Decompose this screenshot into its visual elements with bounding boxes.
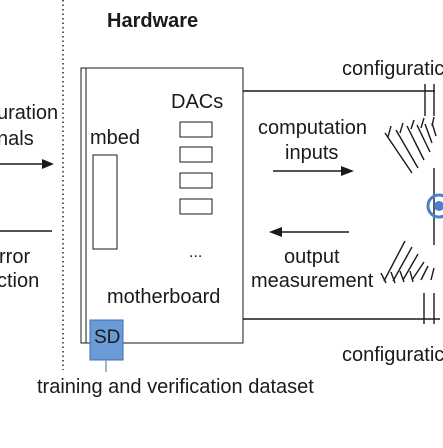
output-measurement-label-1: output [284, 246, 340, 268]
output-measurement-label-2: measurement [251, 270, 374, 292]
error-label-2: ction [0, 270, 39, 292]
output-arrowhead [269, 227, 282, 237]
dacs-label: DACs [171, 91, 223, 113]
device-node-core [434, 201, 443, 211]
left-input-arrowhead [42, 159, 54, 169]
computation-inputs-label-2: inputs [285, 142, 338, 164]
output-device-icon [380, 240, 435, 284]
sd-card [89, 319, 124, 361]
dac-ellipsis: ... [189, 244, 202, 261]
error-label-1: rror [0, 246, 30, 268]
mbed-label: mbed [90, 127, 140, 149]
config-signals-label-2: nals [0, 128, 34, 150]
dataset-label: training and verification dataset [37, 376, 314, 398]
dac-slot [179, 172, 213, 189]
computation-inputs-arrowhead [341, 166, 354, 176]
input-device-icon [384, 116, 437, 245]
motherboard-label: motherboard [107, 286, 220, 308]
mbed-module [92, 154, 118, 250]
device-node-icon [426, 193, 443, 219]
computation-inputs-label-1: computation [258, 117, 367, 139]
hardware-title: Hardware [107, 10, 198, 32]
dac-slot [179, 146, 213, 163]
motherboard-box [80, 67, 244, 344]
config-bottom-label: configuratic [342, 344, 443, 366]
sd-label: SD [94, 327, 120, 348]
config-signals-label-1: uration [0, 102, 58, 124]
dac-slot [179, 198, 213, 215]
dac-slot [179, 121, 213, 138]
config-top-label: configuratic [342, 58, 443, 80]
